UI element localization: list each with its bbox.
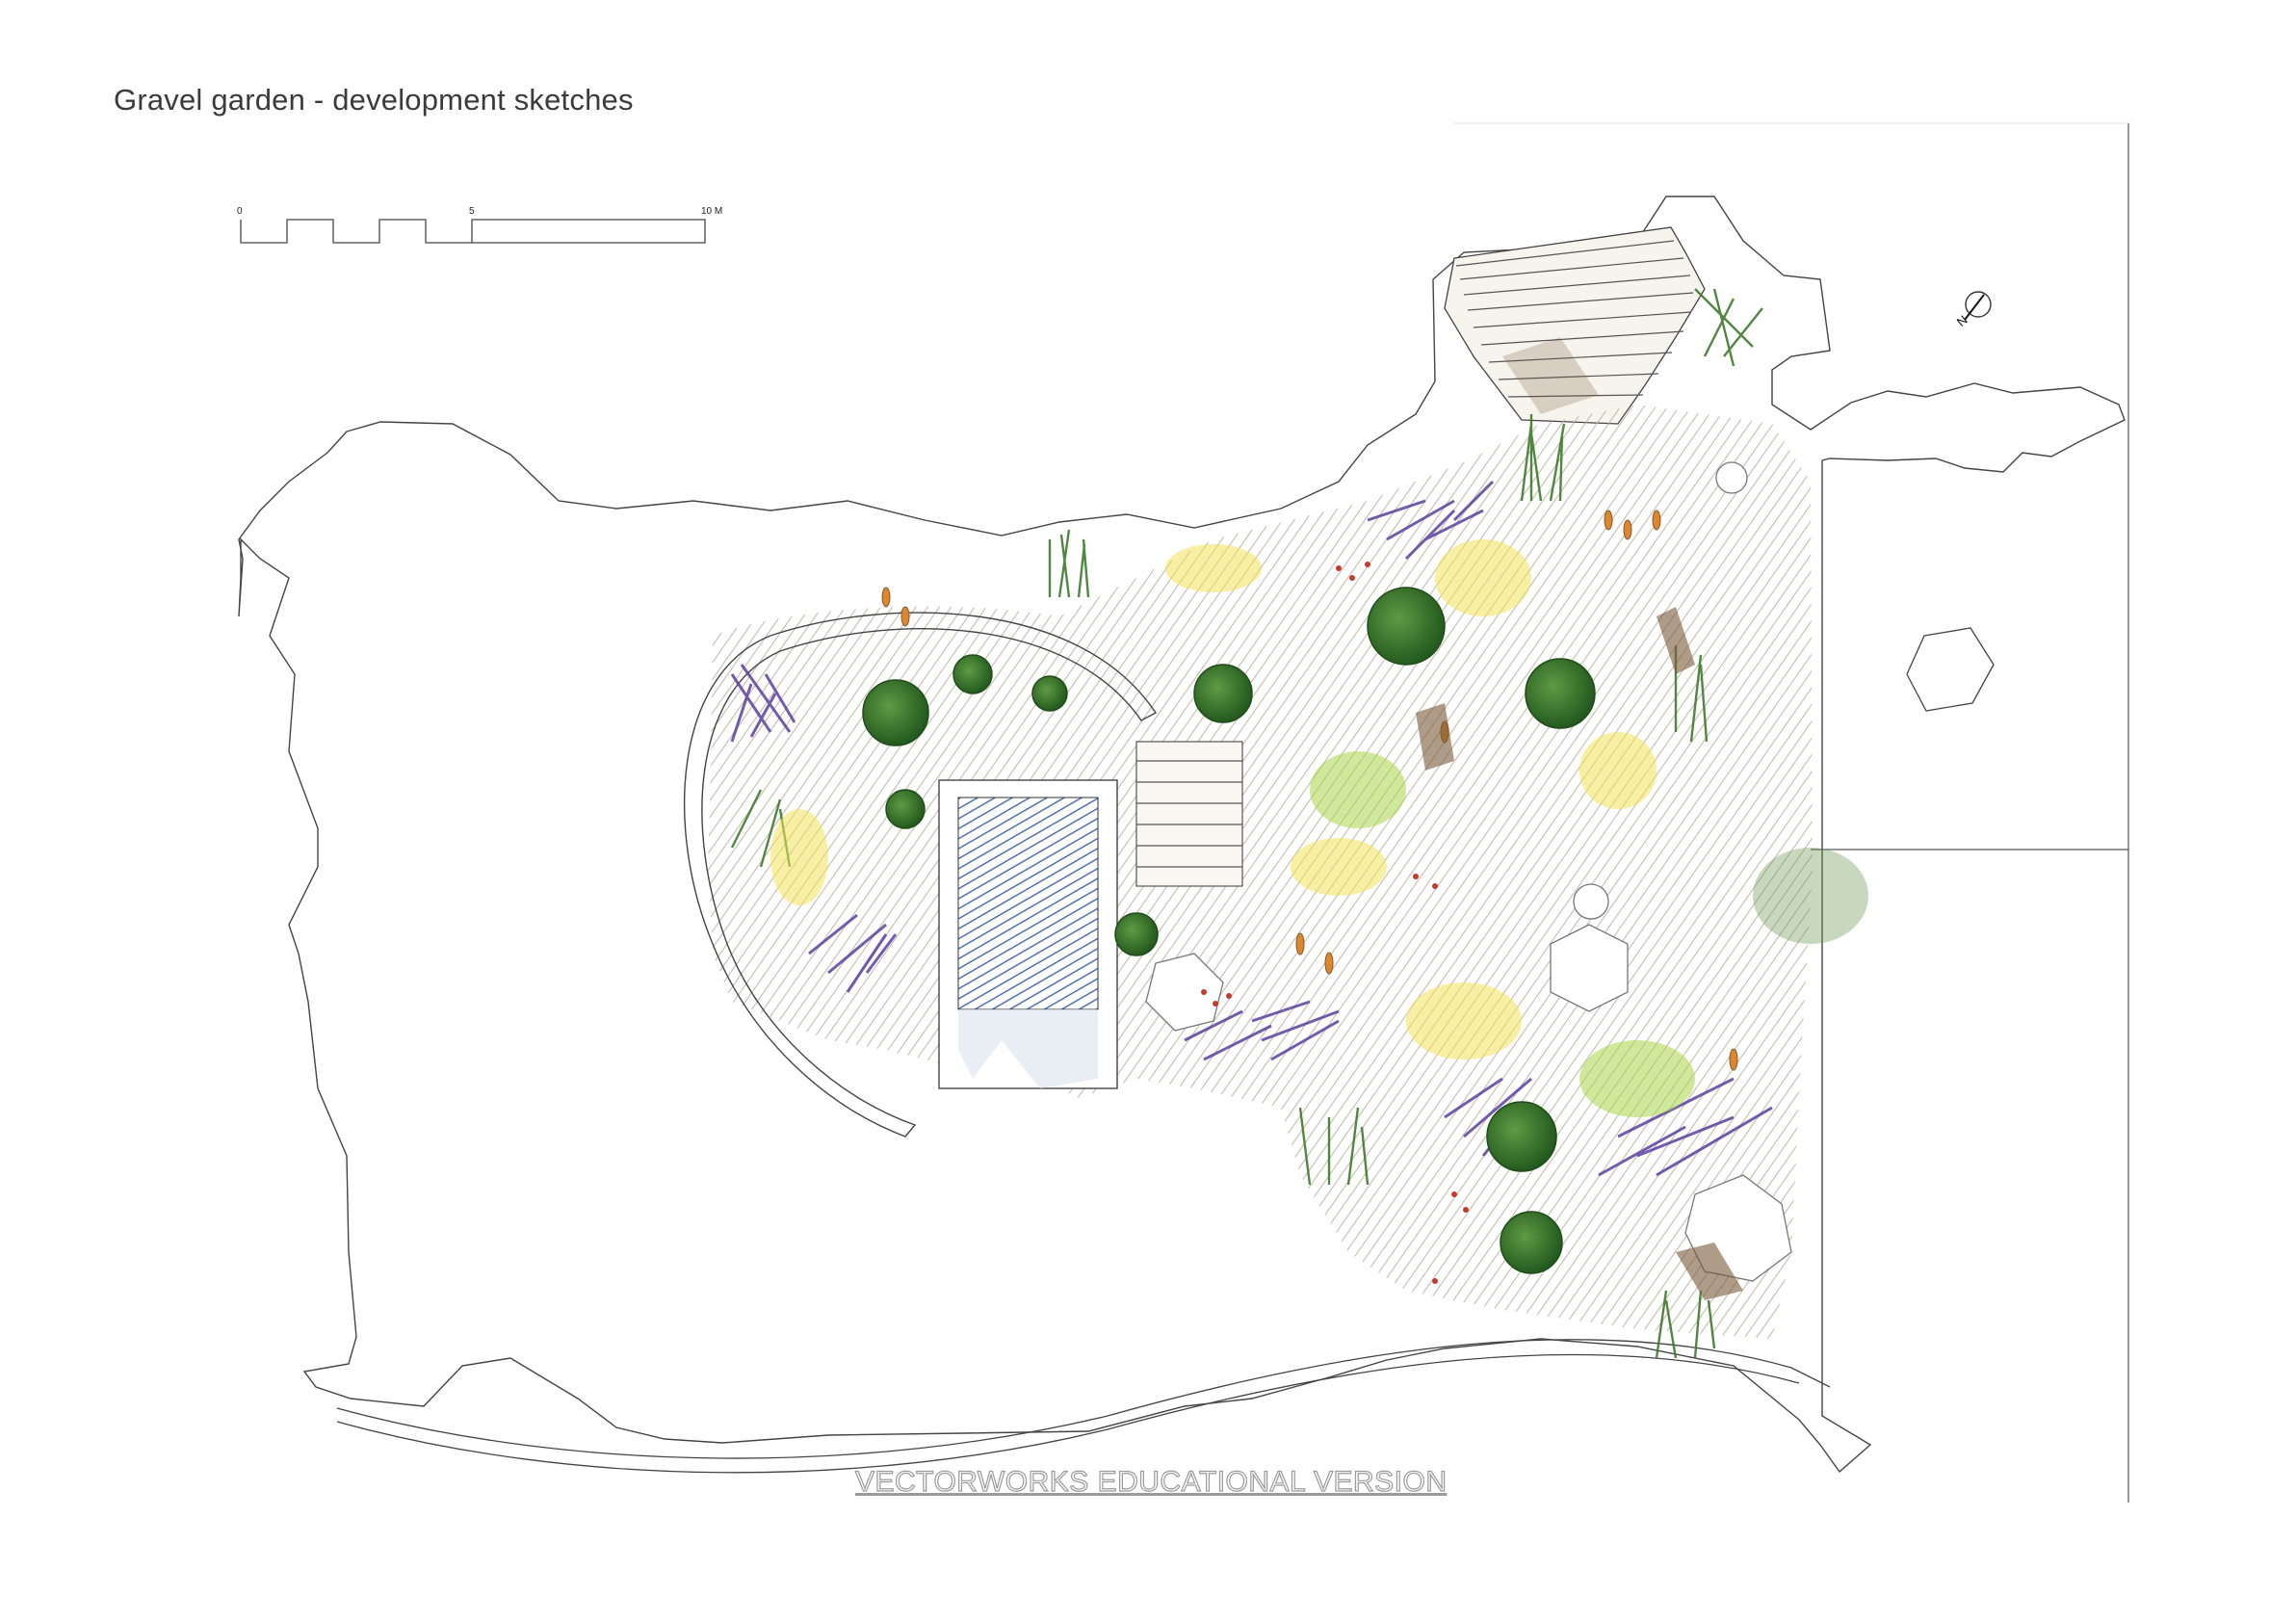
lavender-planting	[730, 480, 1773, 1177]
small-steps	[1135, 741, 1243, 887]
scale-bar	[240, 219, 706, 244]
shrub-planting	[862, 587, 1596, 1274]
site-boundary	[238, 196, 2126, 1474]
red-flowers	[1201, 562, 1469, 1284]
upper-steps	[1444, 226, 1706, 425]
gravel-area	[708, 405, 1813, 1339]
scale-label-0: 0	[237, 206, 243, 217]
frame-lines	[1454, 122, 2129, 1503]
scale-label-5: 5	[469, 206, 475, 217]
curved-wall	[684, 612, 1158, 1138]
scale-label-10: 10 M	[701, 206, 722, 217]
hexagon-feature	[1906, 627, 1995, 712]
north-arrow-icon	[1964, 291, 1992, 321]
grass-planting	[730, 288, 1763, 1359]
yellow-planting	[770, 539, 1868, 1117]
water-pool	[938, 779, 1118, 1089]
watermark: VECTORWORKS EDUCATIONAL VERSION	[854, 1465, 1448, 1498]
curved-path-edge	[336, 1339, 1831, 1474]
brown-accents	[1416, 337, 1743, 1300]
drawing-title: Gravel garden - development sketches	[114, 83, 634, 117]
